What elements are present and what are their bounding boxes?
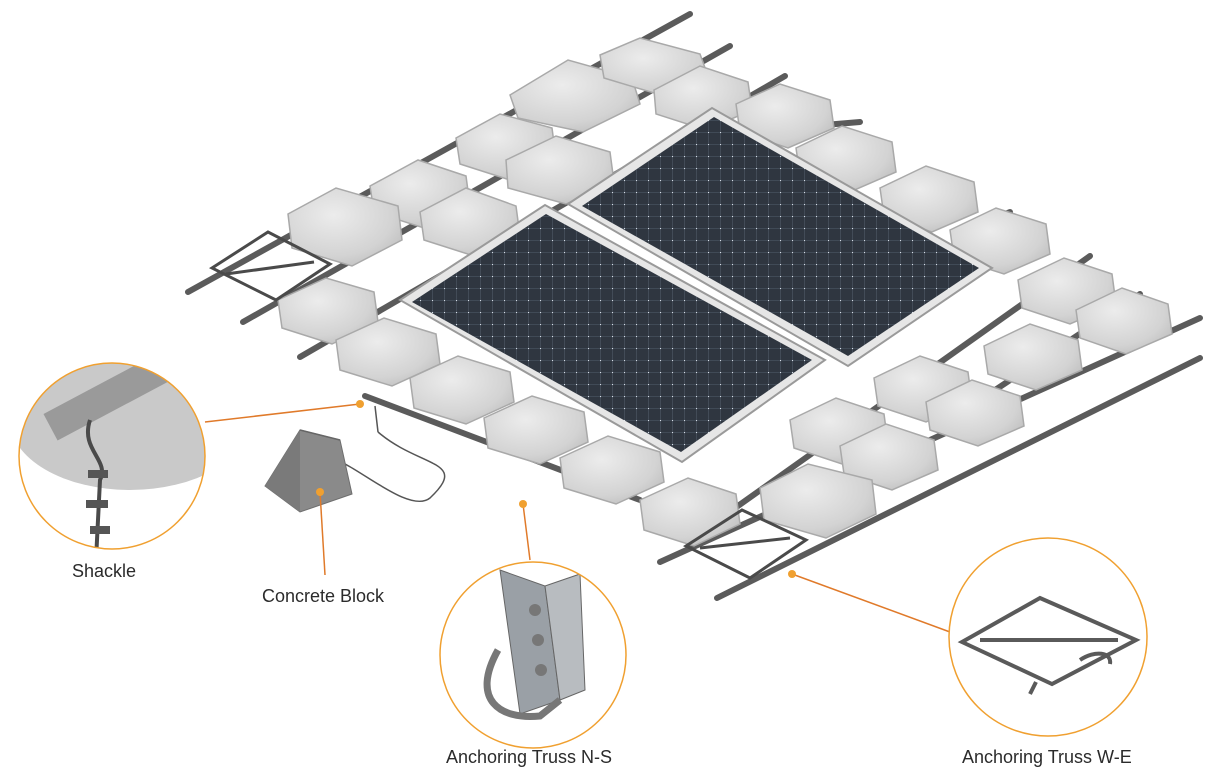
pontoon-float-icon [409, 355, 515, 425]
leader-ns [522, 503, 531, 561]
concrete-block-label: Concrete Block [262, 586, 385, 606]
leader-lines [204, 403, 951, 633]
leader-dots [316, 400, 796, 578]
shackle-label: Shackle [72, 561, 137, 581]
leader-shackle [204, 403, 361, 423]
leader-concrete [319, 491, 326, 576]
anchoring-truss-ns-callout [439, 561, 627, 749]
shackle-callout [18, 362, 206, 550]
shackle-icon [86, 419, 104, 549]
solar-panel-icon [566, 106, 994, 368]
anchoring-truss-we-icon [957, 595, 1141, 695]
solar-panel-icon [398, 203, 827, 464]
pontoon-float-icon [287, 187, 403, 267]
rail [714, 355, 1203, 601]
anchoring-truss-frame [208, 230, 810, 580]
leader-we [791, 573, 951, 633]
pontoon-float-icon [483, 395, 589, 465]
anchoring-truss-ns-label: Anchoring Truss N-S [446, 747, 613, 767]
pontoon-float-icon [983, 323, 1083, 391]
pontoon-float-icon [559, 435, 665, 505]
anchoring-truss-we-label: Anchoring Truss W-E [962, 747, 1132, 767]
pontoon-float-icon [1075, 287, 1173, 355]
anchoring-truss-we-callout [948, 537, 1148, 737]
mooring-line [335, 405, 446, 502]
concrete-block-icon [264, 429, 353, 513]
pontoon-float-icon [925, 379, 1025, 447]
